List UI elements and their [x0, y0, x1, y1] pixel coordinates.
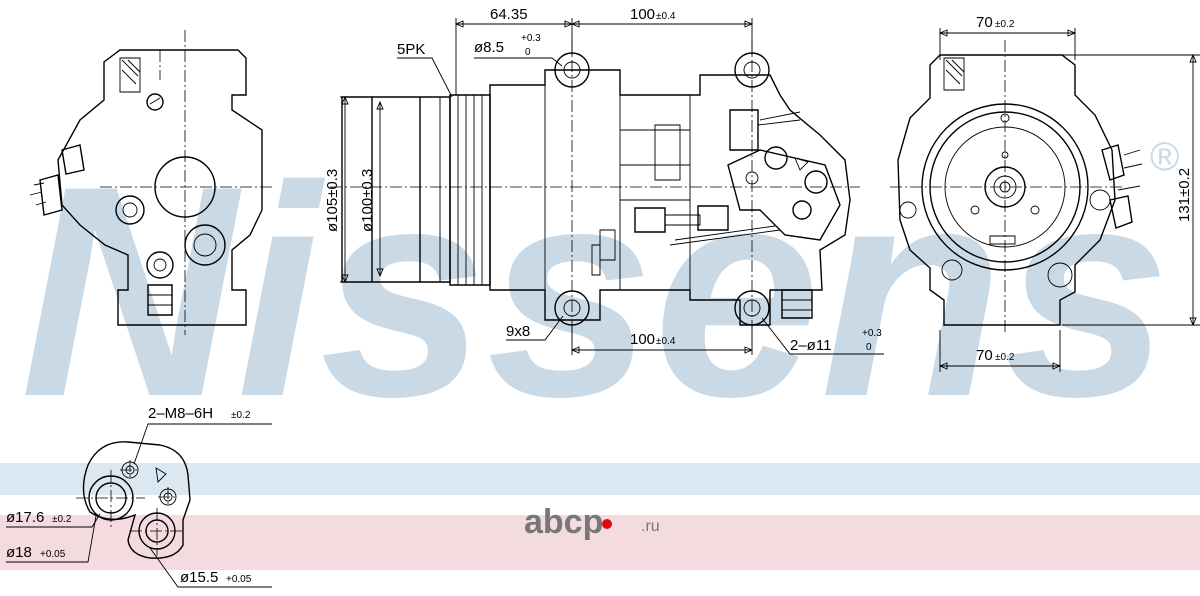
- dim-100-bottom-tol: ±0.4: [656, 336, 676, 347]
- dim-d18-tol: +0.05: [40, 549, 66, 560]
- dim-70-top-label: 70: [976, 14, 993, 31]
- abcp-suffix: .ru: [641, 518, 660, 535]
- dim-d100-label: ø100±0.3: [359, 169, 376, 232]
- nissens-watermark: Nissens ®: [20, 123, 1179, 459]
- abcp-dot-icon: [602, 519, 612, 529]
- dim-100-bottom-label: 100: [630, 331, 655, 348]
- dim-d17-6-label: ø17.6: [6, 509, 44, 526]
- dim-m8-tol: ±0.2: [231, 410, 251, 421]
- dim-100-top-tol: ±0.4: [656, 11, 676, 22]
- belt-5pk-label: 5PK: [397, 41, 425, 58]
- front-view-dimensions: 70 ±0.2 131±0.2 70 ±0.2: [938, 14, 1200, 372]
- abcp-site-mark: abcp .ru: [524, 503, 660, 541]
- rear-view: [29, 30, 275, 335]
- dim-d17-6-tol: ±0.2: [52, 514, 72, 525]
- dim-64-35-label: 64.35: [490, 6, 528, 23]
- dim-d105-label: ø105±0.3: [324, 169, 341, 232]
- dim-d8-5-tol-upper: +0.3: [521, 33, 541, 44]
- dim-9x8-label: 9x8: [506, 323, 530, 340]
- watermark-text: Nissens: [20, 123, 1170, 459]
- dim-2-d11-label: 2–ø11: [790, 337, 831, 354]
- side-view: [330, 40, 860, 345]
- dim-70-bottom-label: 70: [976, 347, 993, 364]
- dim-d8-5-tol-lower: 0: [525, 47, 531, 58]
- port-flange-detail: [76, 441, 191, 559]
- pink-band: [0, 515, 1200, 570]
- registered-mark: ®: [1150, 135, 1179, 179]
- front-view: [890, 40, 1143, 335]
- dim-131-label: 131±0.2: [1176, 168, 1193, 222]
- abcp-logo-text: abcp: [524, 503, 603, 541]
- dim-d18-label: ø18: [6, 544, 32, 561]
- blue-band: [0, 463, 1200, 495]
- dim-70-top-tol: ±0.2: [995, 19, 1015, 30]
- port-flange-dimensions: 2–M8–6H ±0.2 ø17.6 ±0.2 ø18 +0.05 ø15.5 …: [6, 405, 272, 588]
- dim-70-bottom-tol: ±0.2: [995, 352, 1015, 363]
- side-view-dimensions: 64.35 100 ±0.4 5PK ø8.5 +0.3 0 ø105±0.3 …: [324, 6, 884, 355]
- dim-d15-5-tol: +0.05: [226, 574, 252, 585]
- dim-m8-label: 2–M8–6H: [148, 405, 213, 422]
- dim-d15-5-label: ø15.5: [180, 569, 218, 586]
- dim-d8-5-label: ø8.5: [474, 39, 504, 56]
- dim-2-d11-tol-lower: 0: [866, 342, 872, 353]
- dim-2-d11-tol-upper: +0.3: [862, 328, 882, 339]
- dim-100-top-label: 100: [630, 6, 655, 23]
